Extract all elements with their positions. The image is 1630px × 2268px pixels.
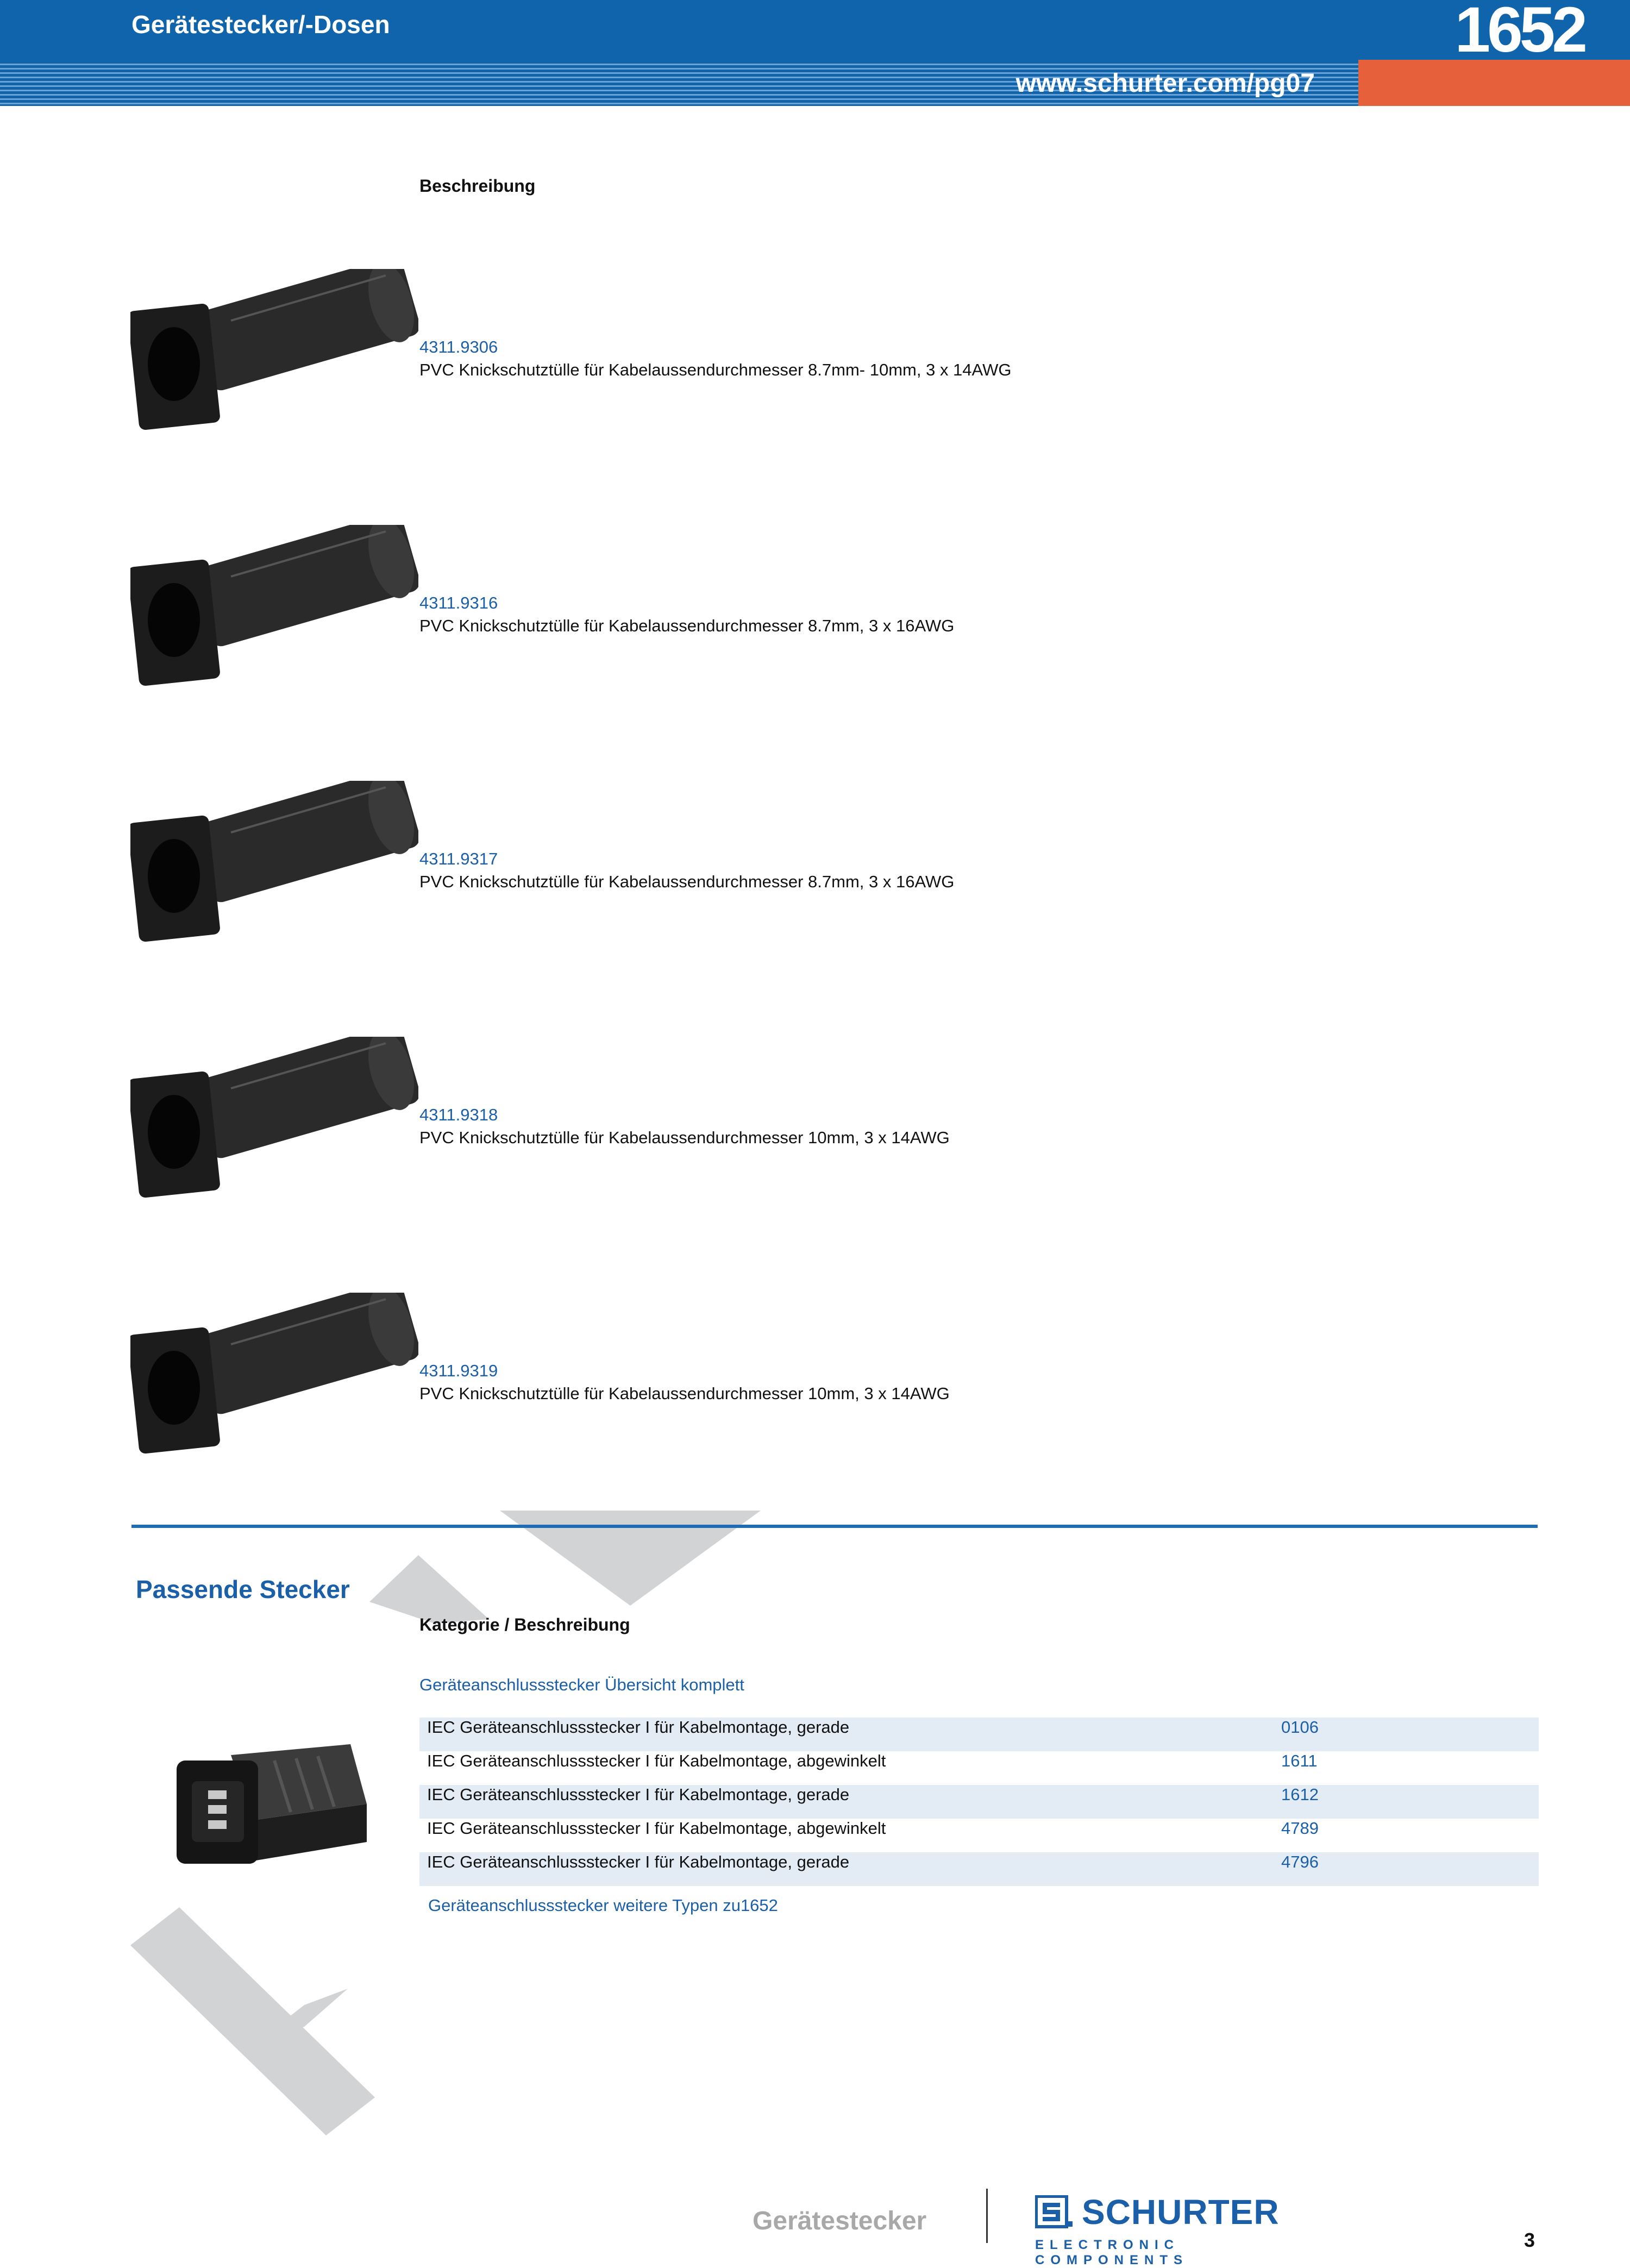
product-number: 1652 [1455, 0, 1588, 66]
row-product-link[interactable]: 4796 [1281, 1852, 1319, 1871]
table-row[interactable]: IEC Geräteanschlussstecker I für Kabelmo… [419, 1785, 1539, 1819]
section-title: Passende Stecker [136, 1575, 350, 1603]
row-product-link[interactable]: 4789 [1281, 1819, 1319, 1838]
product-code[interactable]: 4311.9318 [419, 1105, 498, 1124]
row-label: IEC Geräteanschlussstecker I für Kabelmo… [427, 1751, 886, 1770]
row-product-link[interactable]: 1612 [1281, 1785, 1319, 1804]
page-title: Gerätestecker/-Dosen [131, 10, 390, 39]
schurter-logo: SCHURTER ELECTRONIC COMPONENTS [1035, 2192, 1323, 2267]
product-description: PVC Knickschutztülle für Kabelaussendurc… [419, 616, 955, 635]
row-product-link[interactable]: 0106 [1281, 1718, 1319, 1737]
product-item[interactable]: 4311.9319 PVC Knickschutztülle für Kabel… [130, 1293, 1543, 1477]
product-code[interactable]: 4311.9319 [419, 1361, 498, 1380]
page-number: 3 [1524, 2229, 1535, 2251]
footer-section-label: Gerätestecker [753, 2207, 927, 2235]
website-link[interactable]: www.schurter.com/pg07 [1015, 69, 1315, 98]
strain-relief-image [130, 525, 418, 686]
strain-relief-image [130, 781, 418, 942]
row-label: IEC Geräteanschlussstecker I für Kabelmo… [427, 1785, 850, 1804]
row-label: IEC Geräteanschlussstecker I für Kabelmo… [427, 1718, 850, 1737]
product-item[interactable]: 4311.9318 PVC Knickschutztülle für Kabel… [130, 1037, 1543, 1221]
product-description: PVC Knickschutztülle für Kabelaussendurc… [419, 872, 955, 891]
product-code[interactable]: 4311.9316 [419, 593, 498, 612]
product-item[interactable]: 4311.9316 PVC Knickschutztülle für Kabel… [130, 525, 1543, 710]
table-row[interactable]: IEC Geräteanschlussstecker I für Kabelmo… [419, 1718, 1539, 1751]
logo-tagline: ELECTRONIC COMPONENTS [1035, 2238, 1189, 2267]
product-description: PVC Knickschutztülle für Kabelaussendurc… [419, 1384, 950, 1403]
strain-relief-image [130, 1293, 418, 1454]
product-description: PVC Knickschutztülle für Kabelaussendurc… [419, 360, 1012, 379]
category-column-heading: Kategorie / Beschreibung [419, 1615, 630, 1634]
table-row[interactable]: IEC Geräteanschlussstecker I für Kabelmo… [419, 1819, 1539, 1852]
logo-wordmark: SCHURTER [1082, 2192, 1280, 2232]
footer-separator [986, 2189, 988, 2243]
product-description: PVC Knickschutztülle für Kabelaussendurc… [419, 1128, 950, 1147]
row-product-link[interactable]: 1611 [1281, 1751, 1318, 1770]
schurter-logo-icon [1035, 2195, 1073, 2228]
table-row[interactable]: IEC Geräteanschlussstecker I für Kabelmo… [419, 1751, 1539, 1785]
more-types-link[interactable]: Geräteanschlussstecker weitere Typen zu1… [428, 1896, 778, 1915]
strain-relief-image [130, 1037, 418, 1198]
strain-relief-image [130, 269, 418, 430]
matching-plugs-table: IEC Geräteanschlussstecker I für Kabelmo… [419, 1718, 1539, 1886]
category-overview-link[interactable]: Geräteanschlussstecker Übersicht komplet… [419, 1675, 744, 1694]
table-row[interactable]: IEC Geräteanschlussstecker I für Kabelmo… [419, 1852, 1539, 1886]
product-code[interactable]: 4311.9317 [419, 849, 498, 868]
product-item[interactable]: 4311.9317 PVC Knickschutztülle für Kabel… [130, 781, 1543, 966]
description-column-heading: Beschreibung [419, 176, 536, 196]
product-code[interactable]: 4311.9306 [419, 337, 498, 356]
product-item[interactable]: 4311.9306 PVC Knickschutztülle für Kabel… [130, 269, 1543, 454]
header-band: Gerätestecker/-Dosen 1652 www.schurter.c… [0, 0, 1630, 106]
plug-image [177, 1744, 367, 1864]
section-divider [131, 1525, 1538, 1528]
row-label: IEC Geräteanschlussstecker I für Kabelmo… [427, 1852, 850, 1871]
row-label: IEC Geräteanschlussstecker I für Kabelmo… [427, 1819, 886, 1838]
header-accent-block [1358, 60, 1630, 106]
